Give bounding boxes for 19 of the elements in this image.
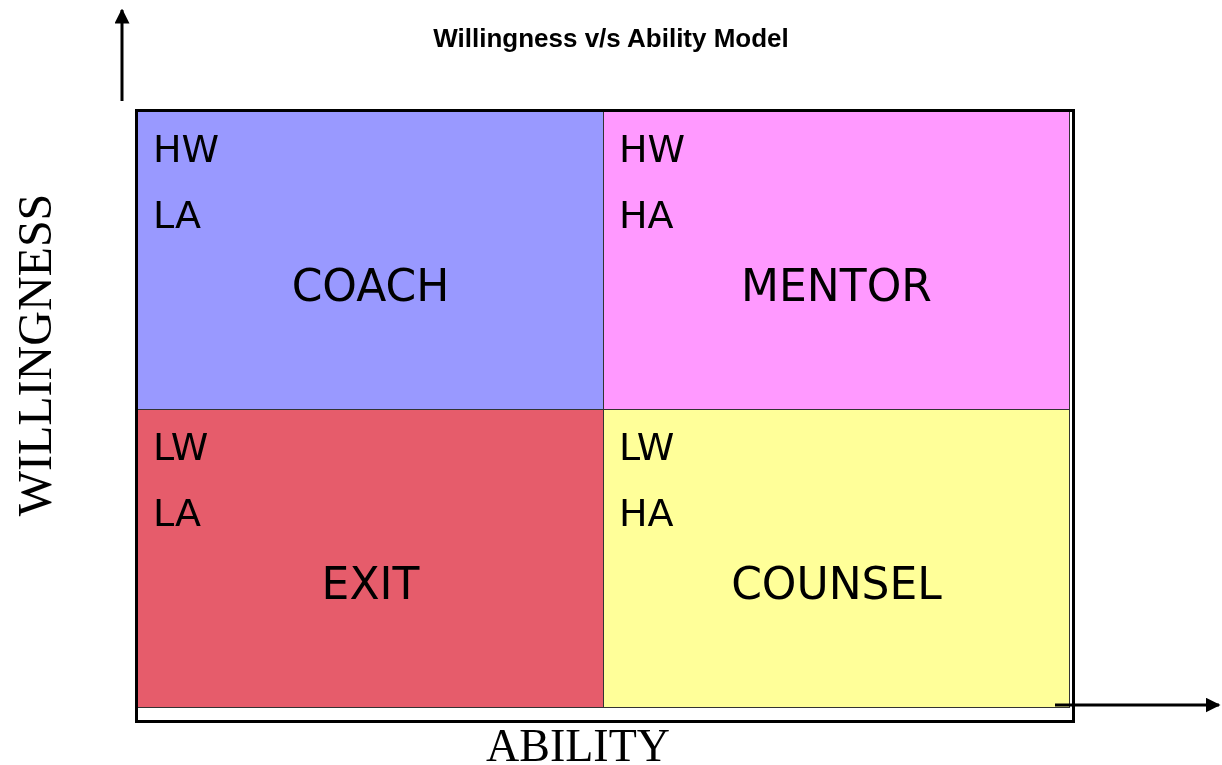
axis-label: ABILITY <box>486 723 670 765</box>
title: Willingness v/s Ability Model <box>432 22 790 54</box>
quadrant-label: MENTOR <box>740 264 933 308</box>
axis-label: WILLINGNESS <box>11 193 59 517</box>
quadrant-code: HW <box>153 130 220 168</box>
quadrant-code: LA <box>153 196 202 234</box>
quadrant <box>137 111 604 410</box>
quadrant-code: LW <box>619 428 675 466</box>
quadrant-label: EXIT <box>320 562 421 606</box>
quadrant-code: LA <box>153 494 202 532</box>
quadrant <box>603 409 1070 708</box>
quadrant <box>603 111 1070 410</box>
quadrant <box>137 409 604 708</box>
quadrant-code: HW <box>619 130 686 168</box>
quadrant-code: LW <box>153 428 209 466</box>
quadrant-code: HA <box>619 494 674 532</box>
quadrant-label: COUNSEL <box>730 562 943 606</box>
quadrant-code: HA <box>619 196 674 234</box>
quadrant-label: COACH <box>290 264 451 308</box>
